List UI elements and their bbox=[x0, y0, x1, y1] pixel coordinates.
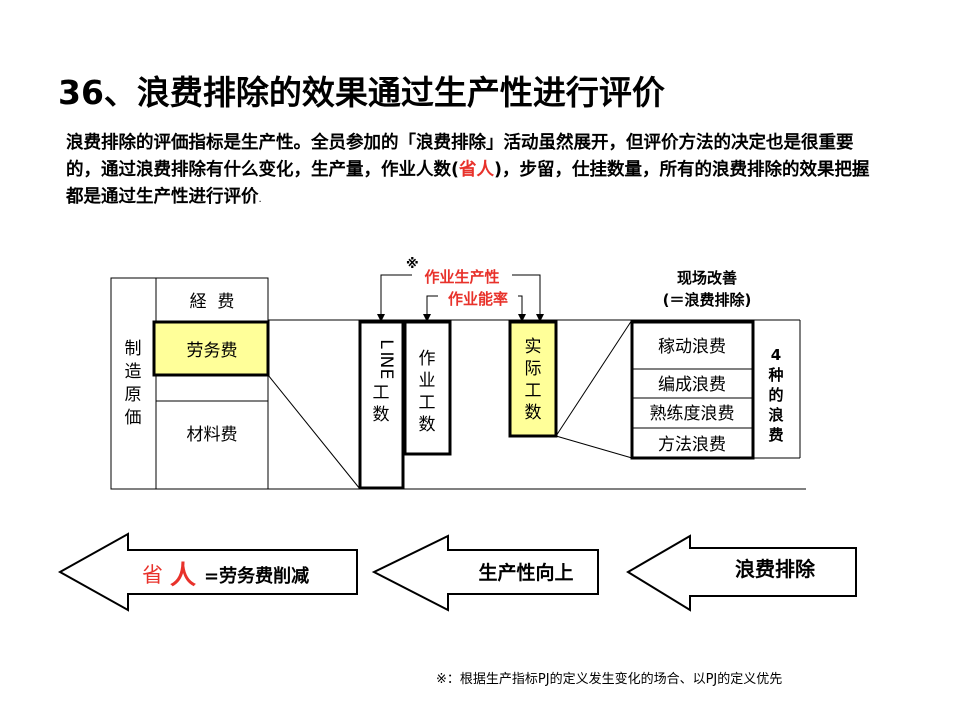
waste-item-0: 稼动浪费 bbox=[658, 337, 726, 357]
four-waste-3: 浪 bbox=[768, 406, 783, 424]
work-efficiency-label: 作业能率 bbox=[448, 290, 508, 308]
arrow-labor-reduction bbox=[57, 532, 358, 612]
material-cost-label: 材料费 bbox=[187, 425, 238, 445]
arrow-label-black: =劳务费削减 bbox=[204, 565, 309, 587]
line-hours-box bbox=[358, 320, 405, 490]
arrow-label-right: 浪费排除 bbox=[735, 557, 816, 581]
expense-label: 経 费 bbox=[190, 292, 235, 312]
cost-label-0: 制 bbox=[125, 339, 142, 359]
work-hours-1: 业 bbox=[419, 371, 436, 391]
four-waste-1: 种 bbox=[767, 366, 783, 384]
line-hours-1: I bbox=[376, 351, 396, 356]
footnote: ※：根据生产指标PJ的定义发生变化的场合、以PJ的定义优先 bbox=[436, 672, 783, 687]
arrow-label-red-1: 省 bbox=[142, 563, 163, 587]
kaizen-subtitle: (＝浪费排除) bbox=[663, 291, 752, 309]
labor-cost-box bbox=[152, 320, 270, 377]
actual-hours-3: 数 bbox=[525, 403, 542, 423]
actual-hours-0: 实 bbox=[525, 337, 542, 357]
intro-paragraph: 浪费排除的评価指标是生产性。全员参加的「浪费排除」活动虽然展开，但评价方法的决定… bbox=[66, 130, 886, 213]
intro-text-2: )，步留，仕挂数量，所有的浪费排除的效果把握都是通过生产性进行评价 bbox=[66, 160, 870, 207]
cost-label-1: 造 bbox=[125, 362, 142, 382]
line-hours-3: E bbox=[376, 369, 396, 380]
actual-hours-2: 工 bbox=[525, 381, 542, 401]
waste-item-1: 编成浪费 bbox=[658, 375, 726, 395]
intro-text-1: 浪费排除的评価指标是生产性。全员参加的「浪费排除」活动虽然展开，但评价方法的决定… bbox=[66, 133, 854, 180]
work-hours-0: 作 bbox=[419, 349, 436, 369]
intro-highlight: 省人 bbox=[459, 160, 494, 180]
cost-label-3: 価 bbox=[125, 408, 142, 428]
arrow-productivity bbox=[371, 534, 599, 612]
asterisk-mark: ※ bbox=[406, 257, 419, 272]
arrow-label-middle: 生产性向上 bbox=[478, 561, 573, 584]
work-hours-2: 工 bbox=[419, 393, 436, 413]
waste-item-2: 熟练度浪费 bbox=[650, 403, 735, 424]
labor-cost-label: 劳务费 bbox=[187, 341, 238, 361]
cost-label-2: 原 bbox=[125, 385, 142, 405]
waste-item-3: 方法浪费 bbox=[658, 435, 726, 455]
work-hours-3: 数 bbox=[419, 415, 436, 435]
four-waste-0: 4 bbox=[771, 346, 781, 364]
work-productivity-label: 作业生产性 bbox=[424, 268, 499, 286]
arrow-waste-elimination bbox=[626, 534, 857, 612]
waste-list-box bbox=[630, 320, 755, 460]
four-waste-2: 的 bbox=[768, 386, 783, 404]
line-hours-2: N bbox=[376, 356, 396, 369]
actual-hours-1: 际 bbox=[525, 359, 542, 379]
line-hours-0: L bbox=[376, 339, 396, 349]
line-hours-5: 数 bbox=[373, 405, 390, 425]
arrow-label-red-2: 人 bbox=[170, 561, 196, 591]
intro-end: . bbox=[258, 194, 262, 205]
work-hours-box bbox=[403, 320, 452, 456]
kaizen-title: 现场改善 bbox=[677, 269, 737, 287]
actual-hours-box bbox=[508, 320, 558, 438]
cost-table bbox=[110, 277, 269, 490]
four-waste-4: 费 bbox=[768, 426, 783, 444]
line-hours-4: 工 bbox=[373, 383, 390, 403]
page-title: 36、浪费排除的效果通过生产性进行评价 bbox=[58, 73, 665, 112]
